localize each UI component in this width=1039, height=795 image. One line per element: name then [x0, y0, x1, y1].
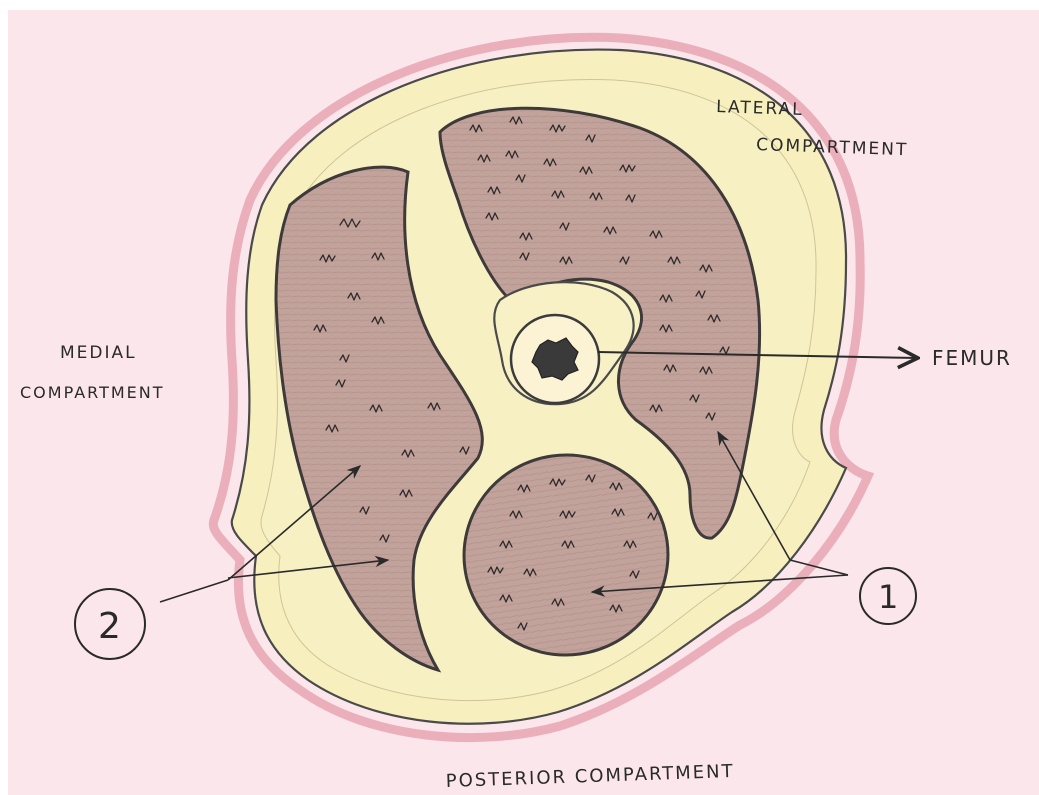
medial-label-line2: COMPARTMENT	[20, 383, 165, 402]
posterior-label: POSTERIOR COMPARTMENT	[445, 761, 734, 792]
marker-2-label: 2	[98, 606, 123, 647]
femur-label: FEMUR	[932, 346, 1012, 370]
marker-2-leader	[160, 580, 228, 602]
medial-label-line1: MEDIAL	[60, 343, 137, 363]
lateral-label-line1: LATERAL	[716, 97, 804, 120]
marker-1-label: 1	[878, 578, 900, 616]
